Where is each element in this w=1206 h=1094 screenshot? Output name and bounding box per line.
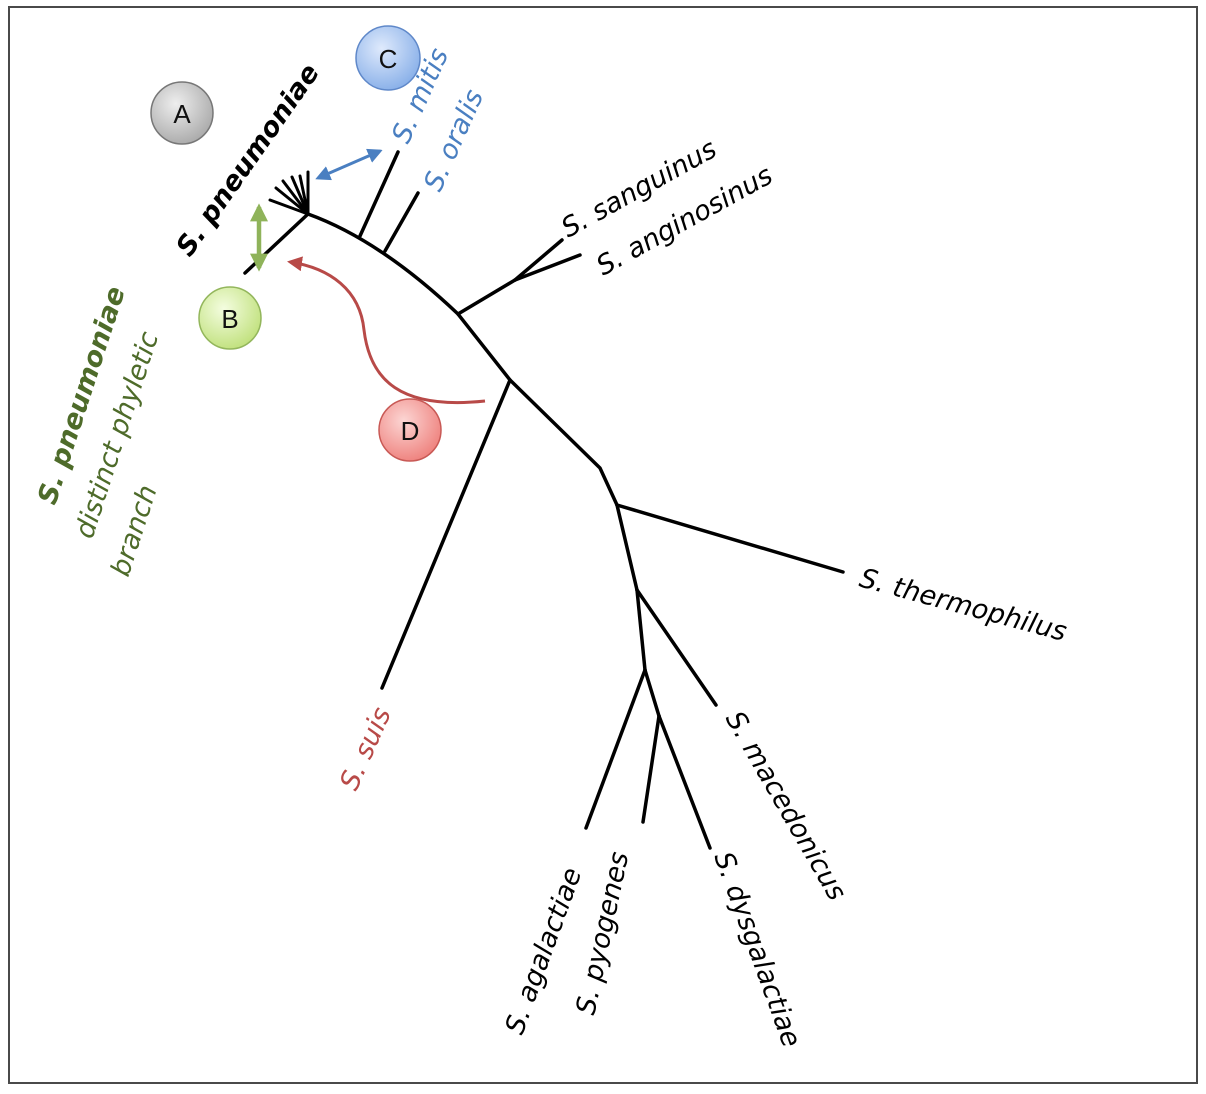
- svg-text:C: C: [379, 44, 398, 74]
- tree-branches: [243, 150, 845, 850]
- branch-agalactiae: [584, 668, 647, 830]
- branch-dysgalactiae: [657, 714, 712, 850]
- svg-text:A: A: [173, 99, 191, 129]
- branch-suis: [380, 378, 512, 690]
- branch-pyogenic-clade: [635, 588, 647, 672]
- branch-pyogenes: [641, 714, 661, 824]
- branch-sanguinus: [513, 238, 564, 282]
- branch-anginosinus: [513, 253, 582, 282]
- label-s-dysgalactiae: S. dysgalactiae: [707, 848, 806, 1052]
- branch-thermophilus: [615, 503, 845, 574]
- blue-double-arrow: [315, 148, 383, 181]
- label-branch-b-line3: branch: [105, 481, 163, 580]
- branch-mitis: [358, 150, 400, 238]
- diagram-frame: [8, 6, 1198, 1084]
- branch-pyogenes-dysgalactiae: [643, 668, 661, 718]
- branch-sanguinus-anginosinus: [456, 278, 517, 316]
- red-curved-arrow: [287, 256, 486, 405]
- branch-macedonicus: [635, 588, 718, 707]
- label-s-thermophilus: S. thermophilus: [856, 563, 1070, 648]
- circle-d: D: [378, 398, 442, 462]
- label-s-suis: S. suis: [334, 703, 398, 795]
- circle-a: A: [150, 81, 214, 145]
- branch-lower-clade: [615, 503, 639, 592]
- pneumoniae-starburst: [268, 170, 310, 216]
- circle-b: B: [198, 286, 262, 350]
- svg-text:D: D: [401, 416, 420, 446]
- circle-c: C: [355, 25, 421, 91]
- branch-oralis: [383, 191, 420, 253]
- svg-text:B: B: [221, 304, 238, 334]
